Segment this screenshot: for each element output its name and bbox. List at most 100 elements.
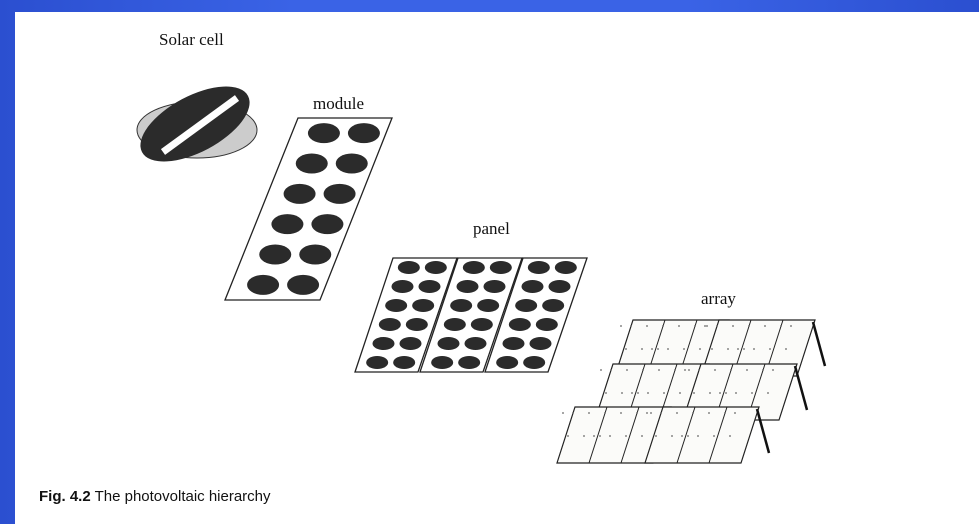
array-panel-speck [641,348,643,350]
array-panel-speck [588,412,590,414]
array-panel-speck [567,435,569,437]
array-panel-speck [642,369,644,371]
array-panel [682,363,809,421]
array-panel-speck [764,325,766,327]
array-panel-speck [663,392,665,394]
array-panel-speck [706,325,708,327]
panel-cell [529,337,552,350]
array-panel-speck [719,392,721,394]
array-panel-speck [711,348,713,350]
array-panel-speck [660,412,662,414]
array-panel-speck [737,348,739,350]
panel-cell [527,261,550,274]
figure-sheet: Solar cell module panel array Fig. 4.2 T… [15,12,979,524]
array-panel-speck [621,392,623,394]
array-panel-speck [698,369,700,371]
panel-label: panel [473,219,510,238]
array-panel-speck [630,325,632,327]
panel-cell [483,280,506,293]
module [224,117,393,301]
array-panel-speck [751,392,753,394]
panel-cell [508,318,531,331]
array-panel-speck [785,348,787,350]
array-panel-divider [676,406,696,464]
array-panel-frame [644,406,760,464]
array-panel-speck [572,412,574,414]
array-panel-speck [657,348,659,350]
array-panel-speck [767,392,769,394]
array-panel-speck [684,369,686,371]
module-cell [307,123,340,144]
array-panel-speck [655,435,657,437]
array-panel-speck [600,369,602,371]
panel-cell [412,299,435,312]
array-panel-speck [729,435,731,437]
array-panel-speck [662,325,664,327]
panel-cell [424,261,447,274]
panel-cell [521,280,544,293]
array-panel-speck [716,325,718,327]
array-panel-speck [753,348,755,350]
array-panel-speck [732,325,734,327]
solar-cell [136,86,258,162]
panel-cell [431,356,454,369]
module-label: module [313,94,364,113]
panel-cell [464,337,487,350]
array [556,319,827,464]
array-panel-strut [793,365,809,411]
panel-cell [458,356,481,369]
panel-cell [378,318,401,331]
array-panel-speck [583,435,585,437]
module-cell [295,153,328,174]
panel-cell [443,318,466,331]
array-panel-speck [636,412,638,414]
array-panel-speck [610,369,612,371]
array-panel-speck [708,412,710,414]
panel-cell [372,337,395,350]
panel-cell [496,356,519,369]
array-panel-speck [704,325,706,327]
array-panel-speck [727,348,729,350]
array-panel-speck [725,392,727,394]
array-panel-speck [769,348,771,350]
array-panel-speck [620,412,622,414]
array-panel-speck [658,369,660,371]
array-panel-speck [724,412,726,414]
array-panel-speck [734,412,736,414]
array-panel [614,319,741,377]
array-panel-speck [746,369,748,371]
module-cell [347,123,380,144]
panel-cell [554,261,577,274]
panel-cell [542,299,565,312]
figure-caption: Fig. 4.2 The photovoltaic hierarchy [39,488,271,505]
array-panel-speck [637,392,639,394]
panel-cell [366,356,389,369]
array-panel-speck [780,325,782,327]
panel-cell [489,261,512,274]
panel-cell [515,299,538,312]
figure-caption-text: The photovoltaic hierarchy [94,488,271,505]
module-cell [271,214,304,235]
array-panel-divider [620,406,640,464]
panel-cell [393,356,416,369]
panel-cell [418,280,441,293]
module-cell [311,214,344,235]
panel-cell [456,280,479,293]
array-panel-speck [714,369,716,371]
panel-cell [399,337,422,350]
array-panel-speck [609,435,611,437]
array-panel-speck [687,435,689,437]
array-panel-speck [678,325,680,327]
array-panel-speck [562,412,564,414]
array-panel-speck [626,369,628,371]
array-panel-speck [762,369,764,371]
array-panel-speck [748,325,750,327]
array-panel [644,406,771,464]
panel-cell [385,299,408,312]
module-cell [283,183,316,204]
array-panel-speck [625,435,627,437]
array-panel-speck [647,392,649,394]
array-panel-speck [604,412,606,414]
array-panel-speck [693,392,695,394]
array-panel-speck [646,412,648,414]
